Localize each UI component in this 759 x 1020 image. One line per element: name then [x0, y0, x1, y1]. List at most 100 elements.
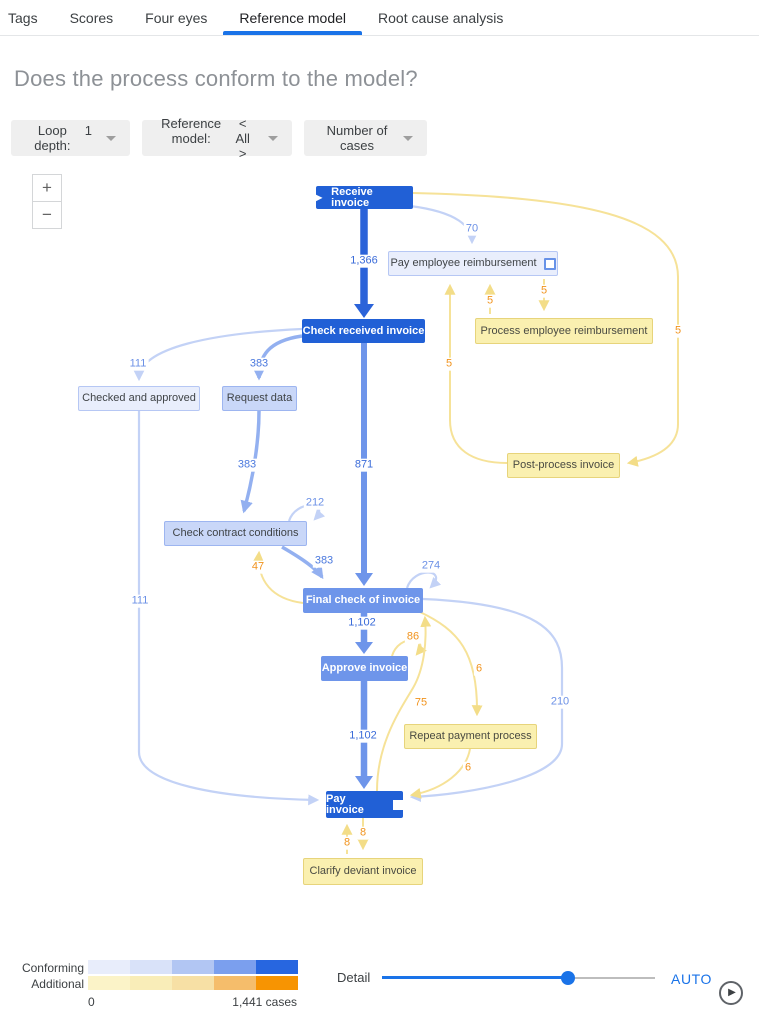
auto-button[interactable]: AUTO — [671, 971, 713, 987]
node-label: Check received invoice — [302, 324, 425, 337]
edge-count-label: 6 — [462, 761, 474, 775]
edge-repeat-payment-to-pay — [409, 748, 471, 799]
edge-check-received-to-request-data — [252, 334, 303, 381]
edge-check-contract-to-final-check — [281, 545, 324, 580]
edge-count-label: 383 — [247, 357, 271, 371]
tab-label: Scores — [69, 9, 114, 26]
edge-count-label: 6 — [473, 662, 485, 676]
tab-four-eyes[interactable]: Four eyes — [129, 0, 223, 35]
legend-conforming-label: Conforming — [21, 961, 84, 975]
tab-label: Reference model — [239, 9, 347, 26]
node-check-received-invoice[interactable]: Check received invoice — [302, 319, 425, 343]
edge-final-check-to-approve-arrow — [355, 642, 373, 654]
active-tab-underline — [223, 31, 363, 35]
node-request-data[interactable]: Request data — [222, 386, 297, 411]
legend-swatch — [130, 960, 172, 974]
node-label: Pay invoice — [326, 792, 364, 816]
edge-count-label: 47 — [249, 560, 267, 574]
filter-label: Loop depth: — [34, 123, 71, 153]
filter-dropdown-loop-depth[interactable]: Loop depth: 1 — [11, 120, 130, 156]
legend-swatch — [88, 960, 130, 974]
filter-text: Reference model:< All > — [159, 116, 266, 161]
node-repeat-payment-process[interactable]: Repeat payment process — [404, 724, 537, 749]
node-clarify-deviant-invoice[interactable]: Clarify deviant invoice — [303, 858, 423, 885]
edge-count-label: 5 — [538, 284, 550, 298]
tab-label: Root cause analysis — [378, 9, 504, 26]
legend-swatch — [214, 960, 256, 974]
edge-final-check-self-loop — [405, 571, 442, 589]
edge-count-label: 5 — [484, 294, 496, 308]
edge-count-label: 212 — [303, 496, 327, 510]
chevron-down-icon — [106, 135, 116, 141]
zoom-controls: + − — [32, 174, 62, 229]
filter-dropdown-metric[interactable]: Number of cases — [304, 120, 427, 156]
legend-swatch — [172, 976, 214, 990]
tab-tags[interactable]: Tags — [0, 0, 54, 35]
legend-additional-label: Additional — [31, 977, 84, 991]
legend-swatch — [256, 960, 298, 974]
legend-max-label: 1,441 cases — [232, 995, 297, 1009]
edge-count-label: 70 — [463, 222, 481, 236]
play-button[interactable]: ▶ — [719, 981, 743, 1005]
edge-count-label: 111 — [127, 357, 149, 371]
edge-count-label: 1,366 — [348, 254, 380, 268]
node-approve-invoice[interactable]: Approve invoice — [321, 656, 408, 681]
node-label: Clarify deviant invoice — [309, 865, 417, 877]
filter-value: 1 — [84, 123, 92, 138]
node-label: Pay employee reimbursement — [390, 257, 537, 269]
filter-bar: Loop depth: 1 Reference model:< All > Numbe… — [11, 116, 427, 161]
edge-check-received-to-final-check-arrow — [355, 573, 373, 586]
edge-check-received-to-checked-approved — [133, 327, 303, 382]
detail-slider-fill — [382, 976, 568, 979]
edge-final-check-to-check-contract — [252, 550, 304, 604]
filter-text: Loop depth: 1 — [28, 123, 104, 153]
edge-count-label: 1,102 — [347, 729, 379, 743]
node-final-check-of-invoice[interactable]: Final check of invoice — [303, 588, 423, 613]
node-label: Post-process invoice — [512, 459, 615, 471]
edge-checked-approved-to-pay — [137, 411, 320, 806]
node-check-contract-conditions[interactable]: Check contract conditions — [164, 521, 307, 546]
legend-swatch — [172, 960, 214, 974]
node-pay-invoice[interactable]: Pay invoice — [326, 791, 403, 818]
detail-slider-thumb[interactable] — [561, 971, 575, 985]
filter-dropdown-reference-model[interactable]: Reference model:< All > — [142, 116, 292, 161]
edge-check-contract-self-loop — [287, 504, 326, 522]
legend-conforming-scale — [88, 960, 298, 974]
edge-count-label: 8 — [341, 836, 353, 850]
edge-count-label: 111 — [129, 594, 151, 608]
edge-count-label: 210 — [548, 695, 572, 709]
zoom-in-button[interactable]: + — [32, 174, 62, 202]
node-post-process-invoice[interactable]: Post-process invoice — [507, 453, 620, 478]
tab-scores[interactable]: Scores — [54, 0, 130, 35]
chevron-down-icon — [268, 135, 278, 141]
filter-text: Number of cases — [321, 123, 401, 153]
node-pay-employee-reimbursement[interactable]: Pay employee reimbursement — [388, 251, 558, 276]
node-receive-invoice[interactable]: ▶ Receive invoice — [316, 186, 413, 209]
edge-request-data-to-check-contract — [240, 410, 261, 514]
node-label: Approve invoice — [321, 662, 408, 674]
edge-count-label: 274 — [419, 559, 443, 573]
legend-additional-scale — [88, 976, 298, 990]
start-play-icon: ▶ — [316, 192, 323, 202]
edge-count-label: 75 — [412, 696, 430, 710]
legend-swatch — [88, 976, 130, 990]
detail-slider[interactable] — [382, 969, 655, 987]
edge-receive-to-check-received-arrow — [354, 304, 374, 318]
tab-root-cause-analysis[interactable]: Root cause analysis — [362, 0, 519, 35]
filter-value: < All > — [235, 115, 250, 161]
edge-post-process-to-pay-employee — [444, 283, 508, 464]
zoom-out-button[interactable]: − — [32, 201, 62, 229]
tab-reference-model[interactable]: Reference model — [223, 0, 363, 35]
edge-final-check-to-repeat-payment — [419, 611, 483, 717]
node-checked-and-approved[interactable]: Checked and approved — [78, 386, 200, 411]
edge-count-label: 86 — [404, 630, 422, 644]
edge-count-label: 5 — [672, 324, 684, 338]
play-icon: ▶ — [728, 987, 736, 998]
node-process-employee-reimbursement[interactable]: Process employee reimbursement — [475, 318, 653, 344]
edge-count-label: 8 — [357, 826, 369, 840]
edge-count-label: 871 — [352, 458, 376, 472]
edge-count-label: 5 — [443, 357, 455, 371]
node-label: Receive invoice — [331, 185, 373, 209]
edge-count-label: 383 — [312, 554, 336, 568]
